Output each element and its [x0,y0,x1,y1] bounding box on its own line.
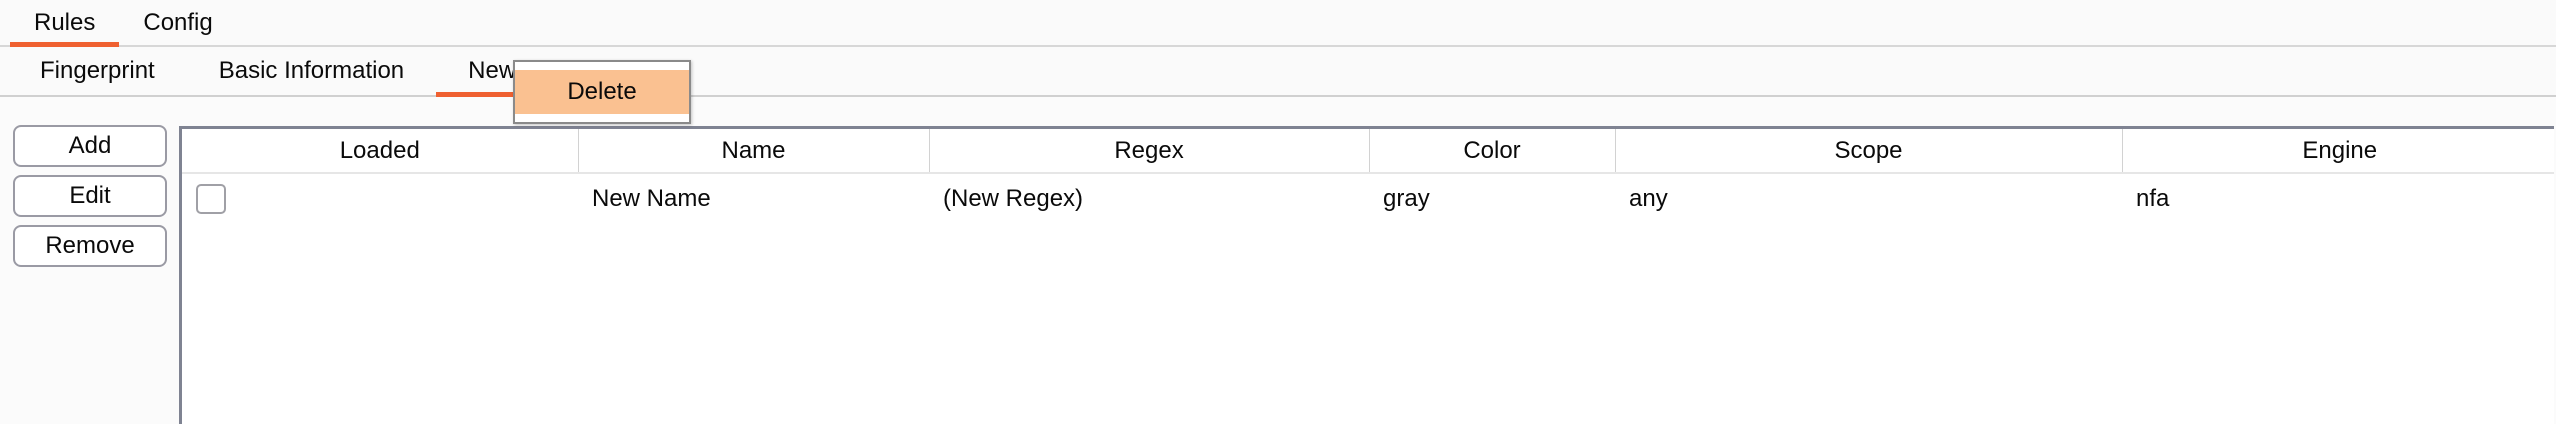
rules-panel: Add Edit Remove [0,97,2556,424]
tab-fingerprint-label: Fingerprint [40,57,155,84]
add-button[interactable]: Add [13,125,167,167]
secondary-tab-bar: Fingerprint Basic Information New 0 [0,47,2556,97]
primary-tab-list: Rules Config [0,0,2556,47]
column-header-scope[interactable]: Scope [1615,129,2123,174]
table-header-row: Loaded Name Regex Color Scope Engine [182,129,2554,174]
cell-scope[interactable]: any [1615,173,2122,223]
column-header-engine[interactable]: Engine [2122,129,2554,174]
column-header-loaded[interactable]: Loaded [182,129,579,174]
table-row[interactable]: New Name (New Regex) gray any nfa [182,173,2554,223]
rules-table-header: Loaded Name Regex Color Scope Engine [182,129,2554,174]
primary-tab-bar: Rules Config [0,0,2556,47]
tab-config-label: Config [143,8,213,36]
column-header-regex[interactable]: Regex [929,129,1370,174]
tab-config[interactable]: Config [119,0,236,45]
column-header-name[interactable]: Name [578,129,930,174]
rules-table: Loaded Name Regex Color Scope Engine New… [182,129,2554,223]
context-menu-item-delete-label: Delete [567,78,637,105]
edit-button-label: Edit [69,182,111,209]
tab-basic-information-label: Basic Information [218,57,405,84]
cell-loaded[interactable] [182,173,578,223]
cell-name[interactable]: New Name [578,173,929,223]
column-header-color[interactable]: Color [1369,129,1616,174]
tab-rules-label: Rules [34,8,96,36]
rules-table-body: New Name (New Regex) gray any nfa [182,173,2554,223]
loaded-checkbox[interactable] [196,183,226,214]
remove-button[interactable]: Remove [13,225,167,267]
tab-rules[interactable]: Rules [10,0,120,47]
cell-regex[interactable]: (New Regex) [929,173,1369,223]
rule-action-buttons: Add Edit Remove [13,125,167,267]
tab-basic-information[interactable]: Basic Information [187,47,436,95]
rules-table-container: Loaded Name Regex Color Scope Engine New… [179,126,2554,424]
secondary-tab-list: Fingerprint Basic Information New 0 [0,47,2556,97]
cell-color[interactable]: gray [1369,173,1615,223]
remove-button-label: Remove [45,232,135,259]
tab-context-menu: Delete [513,60,691,124]
add-button-label: Add [68,132,112,159]
context-menu-item-delete[interactable]: Delete [515,70,689,114]
tab-fingerprint[interactable]: Fingerprint [8,47,187,95]
edit-button[interactable]: Edit [13,175,167,217]
cell-engine[interactable]: nfa [2122,173,2554,223]
